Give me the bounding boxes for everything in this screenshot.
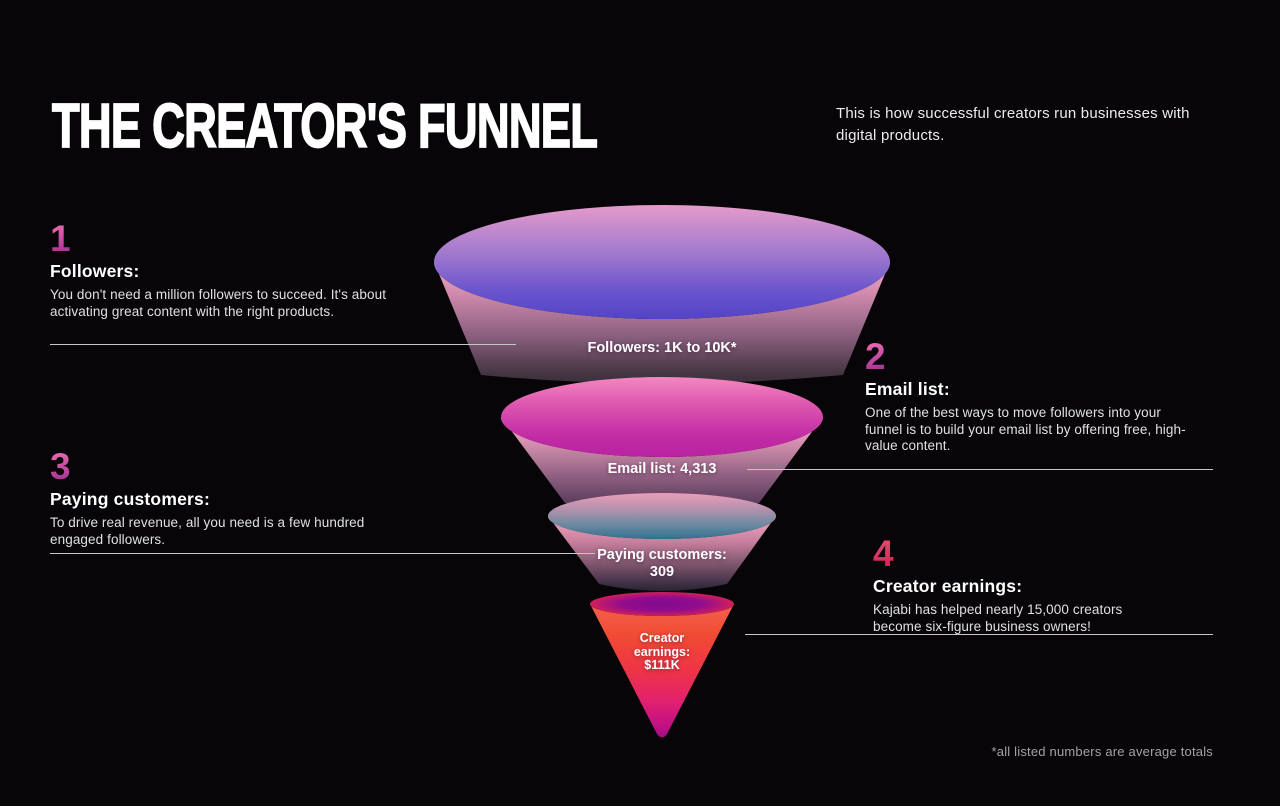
funnel-stage-1-body — [434, 262, 890, 384]
funnel-label-email-list: Email list: 4,313 — [608, 461, 717, 477]
section-title: Paying customers: — [50, 489, 210, 509]
funnel-label-creator-earnings: Creator earnings: $111K — [622, 631, 702, 673]
section-followers: 1 Followers: You don't need a million fo… — [50, 220, 390, 320]
section-email-list: 2 Email list: One of the best ways to mo… — [865, 338, 1195, 455]
connector-line-1 — [50, 344, 516, 345]
subtitle: This is how successful creators run busi… — [836, 105, 1190, 144]
section-paying-customers: 3 Paying customers: To drive real revenu… — [50, 448, 400, 548]
section-description: To drive real revenue, all you need is a… — [50, 515, 365, 547]
connector-line-3 — [50, 553, 595, 554]
funnel-label-text: Followers: 1K to 10K* — [587, 340, 737, 356]
section-number-4: 4 — [873, 533, 894, 574]
funnel-label-text: Creator earnings: — [633, 631, 691, 659]
connector-line-4 — [745, 634, 1213, 635]
funnel-label-text: Email list: 4,313 — [607, 461, 717, 477]
funnel-stage-4-body — [590, 604, 734, 738]
funnel-stage-2-body — [501, 417, 823, 512]
connector-line-2 — [747, 469, 1213, 470]
section-title: Creator earnings: — [873, 576, 1023, 596]
section-title: Email list: — [865, 379, 950, 399]
funnel-stage-1-top — [434, 205, 890, 319]
section-number-2: 2 — [865, 336, 886, 377]
section-number-1: 1 — [50, 218, 71, 259]
section-creator-earnings: 4 Creator earnings: Kajabi has helped ne… — [873, 535, 1153, 635]
section-description: Kajabi has helped nearly 15,000 creators… — [873, 602, 1123, 634]
funnel-label-paying-customers: Paying customers: 309 — [597, 547, 727, 581]
funnel-label-value: 309 — [649, 564, 675, 580]
funnel-label-value: $111K — [644, 658, 680, 672]
section-description: You don't need a million followers to su… — [50, 287, 387, 319]
funnel-stage-4-top — [590, 592, 734, 616]
section-title: Followers: — [50, 261, 140, 281]
page-title: THE CREATOR'S FUNNEL — [51, 92, 598, 161]
funnel-stage-2-top — [501, 377, 823, 457]
section-number-3: 3 — [50, 446, 71, 487]
funnel-stage-3-body — [548, 516, 776, 591]
funnel-label-text: Paying customers: — [597, 547, 727, 563]
section-description: One of the best ways to move followers i… — [865, 405, 1186, 453]
funnel-label-followers: Followers: 1K to 10K* — [587, 340, 736, 356]
funnel-stage-3-top — [548, 493, 776, 539]
footnote: *all listed numbers are average totals — [991, 744, 1213, 759]
